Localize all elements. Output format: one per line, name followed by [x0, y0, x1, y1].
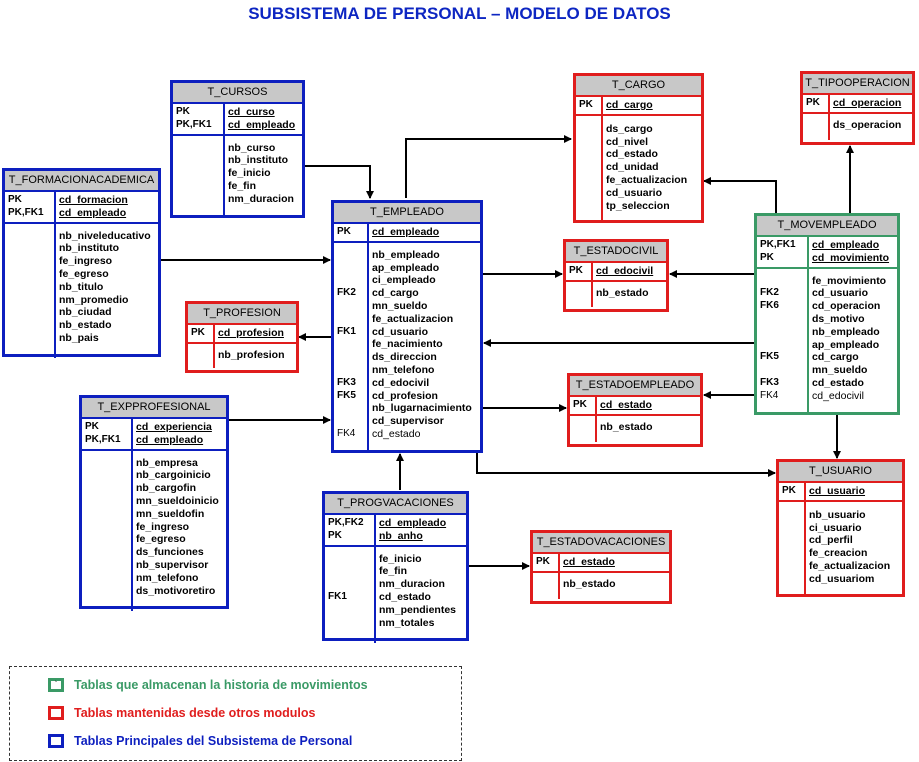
legend-item-historia: ` Tablas que almacenan la historia de mo… [48, 678, 368, 692]
table-header: T_USUARIO [779, 462, 902, 481]
legend-swatch-blue [48, 734, 64, 748]
link-empleado-cargo [405, 135, 572, 198]
table-header: T_PROGVACACIONES [325, 494, 466, 513]
table-header: T_ESTADOEMPLEADO [570, 376, 700, 395]
table-header: T_EXPPROFESIONAL [82, 398, 226, 417]
diagram-title: SUBSISTEMA DE PERSONAL – MODELO DE DATOS [248, 4, 671, 23]
table-header: T_ESTADOCIVIL [566, 242, 666, 261]
table-usuario[interactable]: T_USUARIO PK cd_usuario nb_usuario ci_us… [776, 459, 905, 597]
legend-swatch-red [48, 706, 64, 720]
table-estadoempleado[interactable]: T_ESTADOEMPLEADO PK cd_estado nb_estado [567, 373, 703, 447]
table-header: T_ESTADOVACACIONES [533, 533, 669, 552]
table-header: T_CURSOS [173, 83, 302, 102]
table-cargo[interactable]: T_CARGO PK cd_cargo ds_cargo cd_nivel cd… [573, 73, 704, 223]
table-profesion[interactable]: T_PROFESION PK cd_profesion nb_profesion [185, 301, 299, 373]
table-estadovacaciones[interactable]: T_ESTADOVACACIONES PK cd_estado nb_estad… [530, 530, 672, 604]
table-estadocivil[interactable]: T_ESTADOCIVIL PK cd_edocivil nb_estado [563, 239, 669, 312]
legend-item-principal: Tablas Principales del Subsistema de Per… [48, 734, 352, 748]
table-movempleado[interactable]: T_MOVEMPLEADO PK,FK1 PK cd_empleado cd_m… [754, 213, 900, 415]
table-formacionacademica[interactable]: T_FORMACIONACADEMICA PK PK,FK1 cd_formac… [2, 168, 161, 358]
table-cursos[interactable]: T_CURSOS PK PK,FK1 cd_curso cd_empleado … [170, 80, 305, 218]
link-mov-cargo [703, 177, 777, 213]
table-header: T_PROFESION [188, 304, 296, 323]
link-empleado-usuario [476, 453, 776, 477]
table-expprofesional[interactable]: T_EXPPROFESIONAL PK PK,FK1 cd_experienci… [79, 395, 229, 611]
table-header: T_MOVEMPLEADO [757, 216, 897, 235]
legend-item-otros-modulos: Tablas mantenidas desde otros modulos [48, 706, 316, 720]
legend-swatch-green: ` [48, 678, 64, 692]
table-header: T_FORMACIONACADEMICA [5, 171, 158, 190]
table-empleado[interactable]: T_EMPLEADO PK cd_empleado FK2 FK1 FK3 FK… [331, 200, 483, 453]
legend: ` Tablas que almacenan la historia de mo… [9, 666, 462, 761]
table-header: T_EMPLEADO [334, 203, 480, 222]
link-cursos-empleado [305, 165, 374, 199]
table-tipooperacion[interactable]: T_TIPOOPERACION PK cd_operacion ds_opera… [800, 71, 915, 145]
table-progvacaciones[interactable]: T_PROGVACACIONES PK,FK2 PK cd_empleado n… [322, 491, 469, 643]
table-header: T_CARGO [576, 76, 701, 95]
table-header: T_TIPOOPERACION [803, 74, 912, 93]
